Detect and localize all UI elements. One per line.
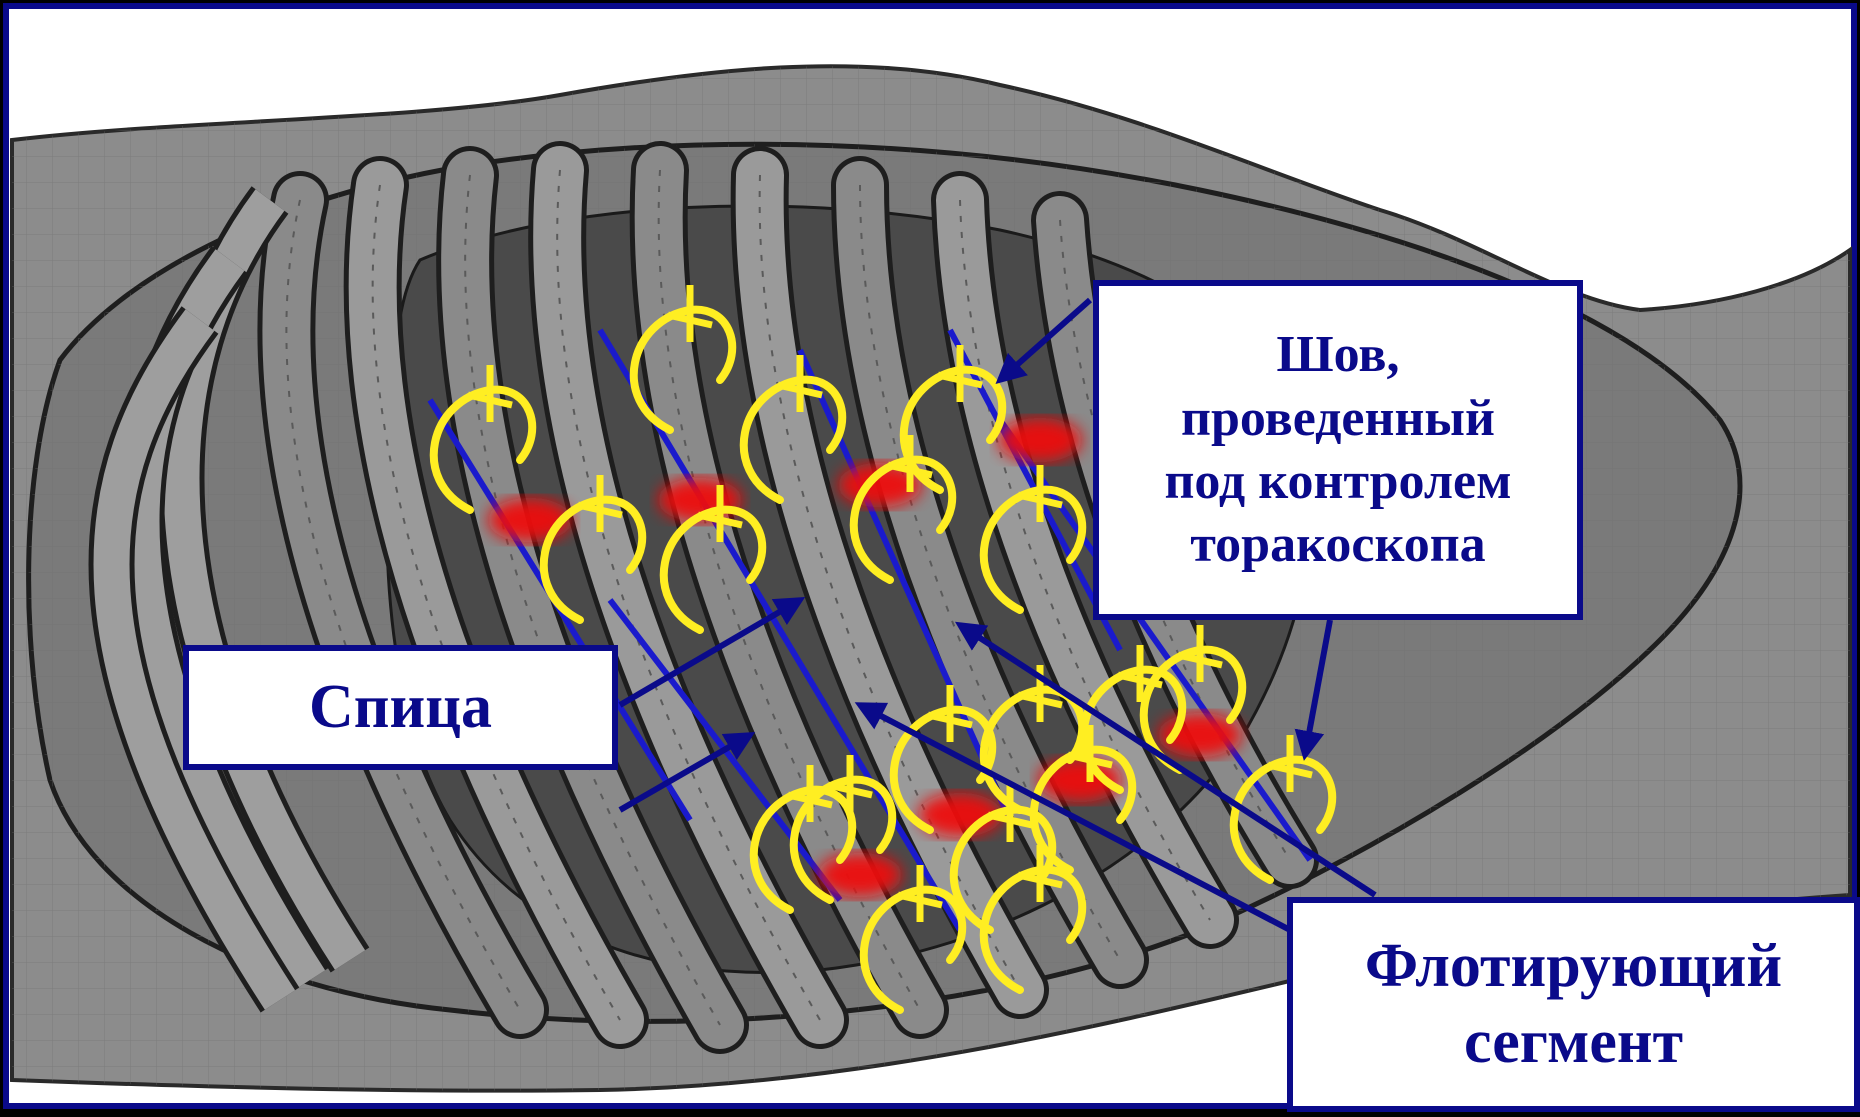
floating-segment-label-line-2: сегмент [1464, 1005, 1683, 1081]
floating-segment-label: Флотирующий сегмент [1287, 897, 1860, 1112]
floating-segment-label-line-1: Флотирующий [1365, 929, 1782, 1005]
fracture-mark [998, 418, 1082, 462]
suture-label-line-3: под контролем [1164, 450, 1511, 513]
fracture-mark [818, 853, 902, 897]
suture-label: Шов, проведенный под контролем торакоско… [1093, 280, 1583, 620]
suture-label-line-1: Шов, [1277, 323, 1400, 386]
suture-label-line-4: торакоскопа [1190, 513, 1485, 576]
pin-label-text: Спица [309, 670, 492, 746]
suture-label-line-2: проведенный [1181, 387, 1495, 450]
pin-label: Спица [183, 645, 618, 770]
